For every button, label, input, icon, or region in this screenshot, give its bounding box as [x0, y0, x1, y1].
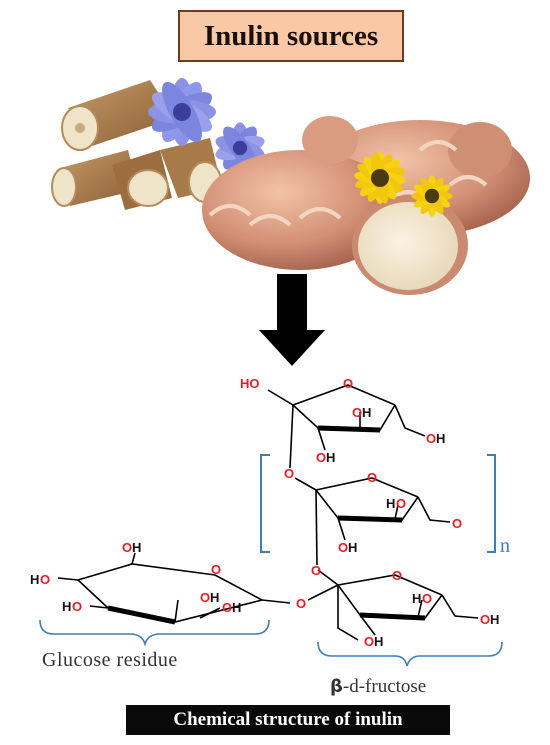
jerusalem-artichoke-tubers — [202, 116, 530, 295]
chemical-structure — [39, 384, 503, 667]
hydroxyl-oxygen-label: O — [222, 600, 232, 615]
ring-oxygen-label: O — [367, 470, 377, 485]
repeating-fructose-ring — [294, 477, 451, 566]
hydroxyl-oxygen-label: O — [364, 634, 374, 649]
hydroxyl-oxygen-label: O — [426, 431, 436, 446]
glucose-ring — [57, 552, 291, 625]
hydroxyl-hydrogen-label: H — [326, 450, 335, 465]
title-box: Inulin sources — [178, 10, 404, 62]
hydroxyl-oxygen-label: O — [122, 540, 132, 555]
glycosidic-oxygen-label: O — [284, 466, 294, 481]
hydroxyl-hydrogen-label: H — [348, 540, 357, 555]
yellow-flower — [354, 152, 453, 217]
hydroxyl-hydrogen-label: H — [62, 599, 71, 614]
top-fructose-ring — [267, 384, 426, 469]
hydroxyl-label: HO — [240, 376, 260, 391]
bottom-fructose-ring — [307, 569, 479, 641]
ring-oxygen-label: O — [211, 562, 221, 577]
down-arrow-icon — [259, 274, 325, 366]
hydroxyl-hydrogen-label: H — [490, 612, 499, 627]
hydroxyl-hydrogen-label: H — [232, 600, 241, 615]
fructose-suffix: -d-fructose — [342, 676, 427, 697]
hydroxyl-oxygen-label: O — [338, 540, 348, 555]
glycosidic-oxygen-label: O — [296, 596, 306, 611]
hydroxyl-hydrogen-label: H — [362, 405, 371, 420]
caption-text: Chemical structure of inulin — [173, 709, 403, 730]
hydroxyl-oxygen-label: O — [40, 572, 50, 587]
curly-braces — [39, 619, 503, 667]
chicory-roots — [51, 80, 222, 210]
hydroxyl-hydrogen-label: H — [374, 634, 383, 649]
caption-box: Chemical structure of inulin — [126, 705, 450, 735]
hydroxyl-hydrogen-label: H — [436, 431, 445, 446]
hydroxyl-oxygen-label: O — [352, 405, 362, 420]
hydroxyl-hydrogen-label: H — [132, 540, 141, 555]
atom-labels: HO O O H O H O H O O H O O O H O n O O H… — [30, 376, 510, 649]
hydroxyl-oxygen-label: O — [200, 590, 210, 605]
hydroxyl-oxygen-label: O — [72, 599, 82, 614]
glycosidic-oxygen-label: O — [311, 563, 321, 578]
hydroxyl-hydrogen-label: H — [386, 496, 395, 511]
hydroxyl-oxygen-label: O — [316, 450, 326, 465]
chicory-flower — [148, 78, 265, 174]
hydroxyl-oxygen-label: O — [480, 612, 490, 627]
hydroxyl-hydrogen-label: H — [412, 591, 421, 606]
fructose-label: β-d-fructose — [330, 676, 426, 698]
hydroxyl-hydrogen-label: H — [30, 572, 39, 587]
hydroxyl-hydrogen-label: H — [210, 590, 219, 605]
repeat-subscript: n — [500, 535, 510, 557]
repeat-brackets — [260, 454, 496, 553]
ring-oxygen-label: O — [343, 376, 353, 391]
glucose-residue-label: Glucose residue — [42, 649, 178, 671]
hydroxyl-oxygen-label: O — [422, 591, 432, 606]
ring-oxygen-label: O — [392, 568, 402, 583]
inulin-sources-photo — [51, 78, 530, 295]
beta-symbol: β — [330, 676, 343, 697]
hydroxyl-oxygen-label: O — [396, 496, 406, 511]
page-title: Inulin sources — [203, 19, 379, 52]
link-oxygen-label: O — [452, 516, 462, 531]
